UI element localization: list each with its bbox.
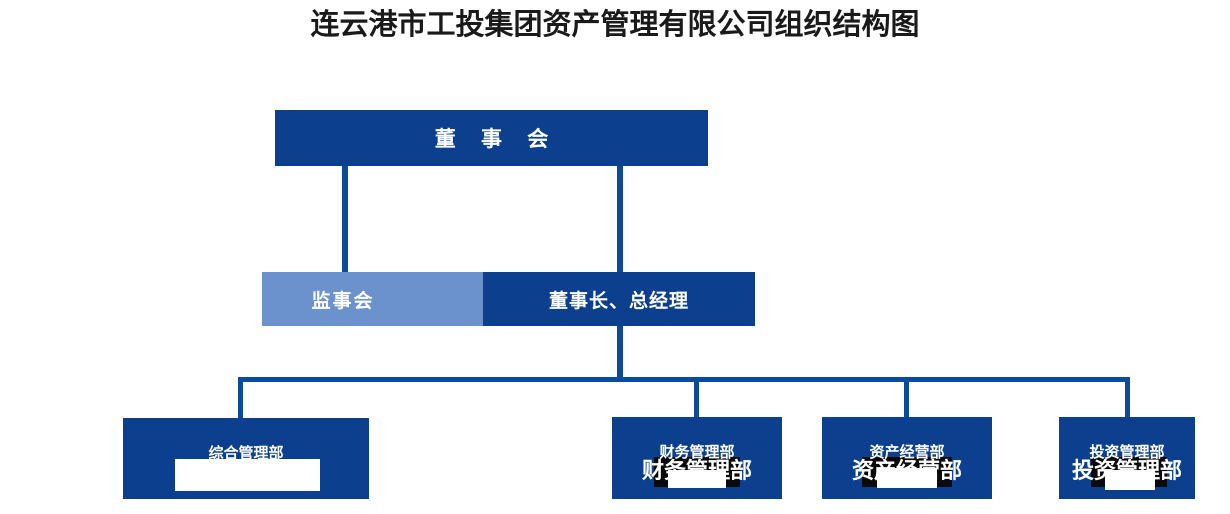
node-board-of-supervisors-text[interactable]: 监事会 xyxy=(262,272,422,326)
node-chairman-general-manager-label: 董事长、总经理 xyxy=(548,289,689,312)
node-department-finance[interactable]: 财务管理部 财务管理部 xyxy=(612,417,782,499)
node-board-of-directors[interactable]: 董 事 会 xyxy=(275,110,708,166)
node-department-asset-operations-label: 资产经营部 xyxy=(869,443,945,461)
connector-chairman-to-bus xyxy=(617,326,623,379)
connector-drop-department-4 xyxy=(1125,377,1130,417)
text-edit-overlay-4 xyxy=(1105,470,1155,490)
node-department-general-affairs[interactable]: 综合管理部 综合管理部 xyxy=(123,418,369,499)
connector-department-bus xyxy=(238,377,1130,382)
connector-drop-department-2 xyxy=(694,377,699,417)
connector-board-to-chairman xyxy=(617,166,623,272)
connector-board-to-supervisors xyxy=(342,166,348,272)
node-department-investment-label: 投资管理部 xyxy=(1089,443,1165,461)
node-department-investment[interactable]: 投资管理部 投资管理部 xyxy=(1059,417,1195,499)
node-department-general-affairs-label: 综合管理部 xyxy=(208,444,284,462)
node-department-finance-label: 财务管理部 xyxy=(659,443,735,461)
connector-drop-department-3 xyxy=(904,377,909,417)
node-chairman-general-manager[interactable]: 董事长、总经理 xyxy=(483,272,755,326)
connector-drop-department-1 xyxy=(238,377,243,418)
node-department-asset-operations[interactable]: 资产经营部 资产经营部 xyxy=(822,417,992,499)
text-edit-overlay-1 xyxy=(175,459,320,491)
text-edit-overlay-3 xyxy=(877,468,937,488)
node-board-of-supervisors-label: 监事会 xyxy=(311,289,375,312)
text-edit-overlay-2 xyxy=(668,470,726,488)
node-board-of-directors-label: 董 事 会 xyxy=(434,127,558,151)
text-edit-caret-1 xyxy=(241,493,250,496)
page-title: 连云港市工投集团资产管理有限公司组织结构图 xyxy=(310,7,920,41)
